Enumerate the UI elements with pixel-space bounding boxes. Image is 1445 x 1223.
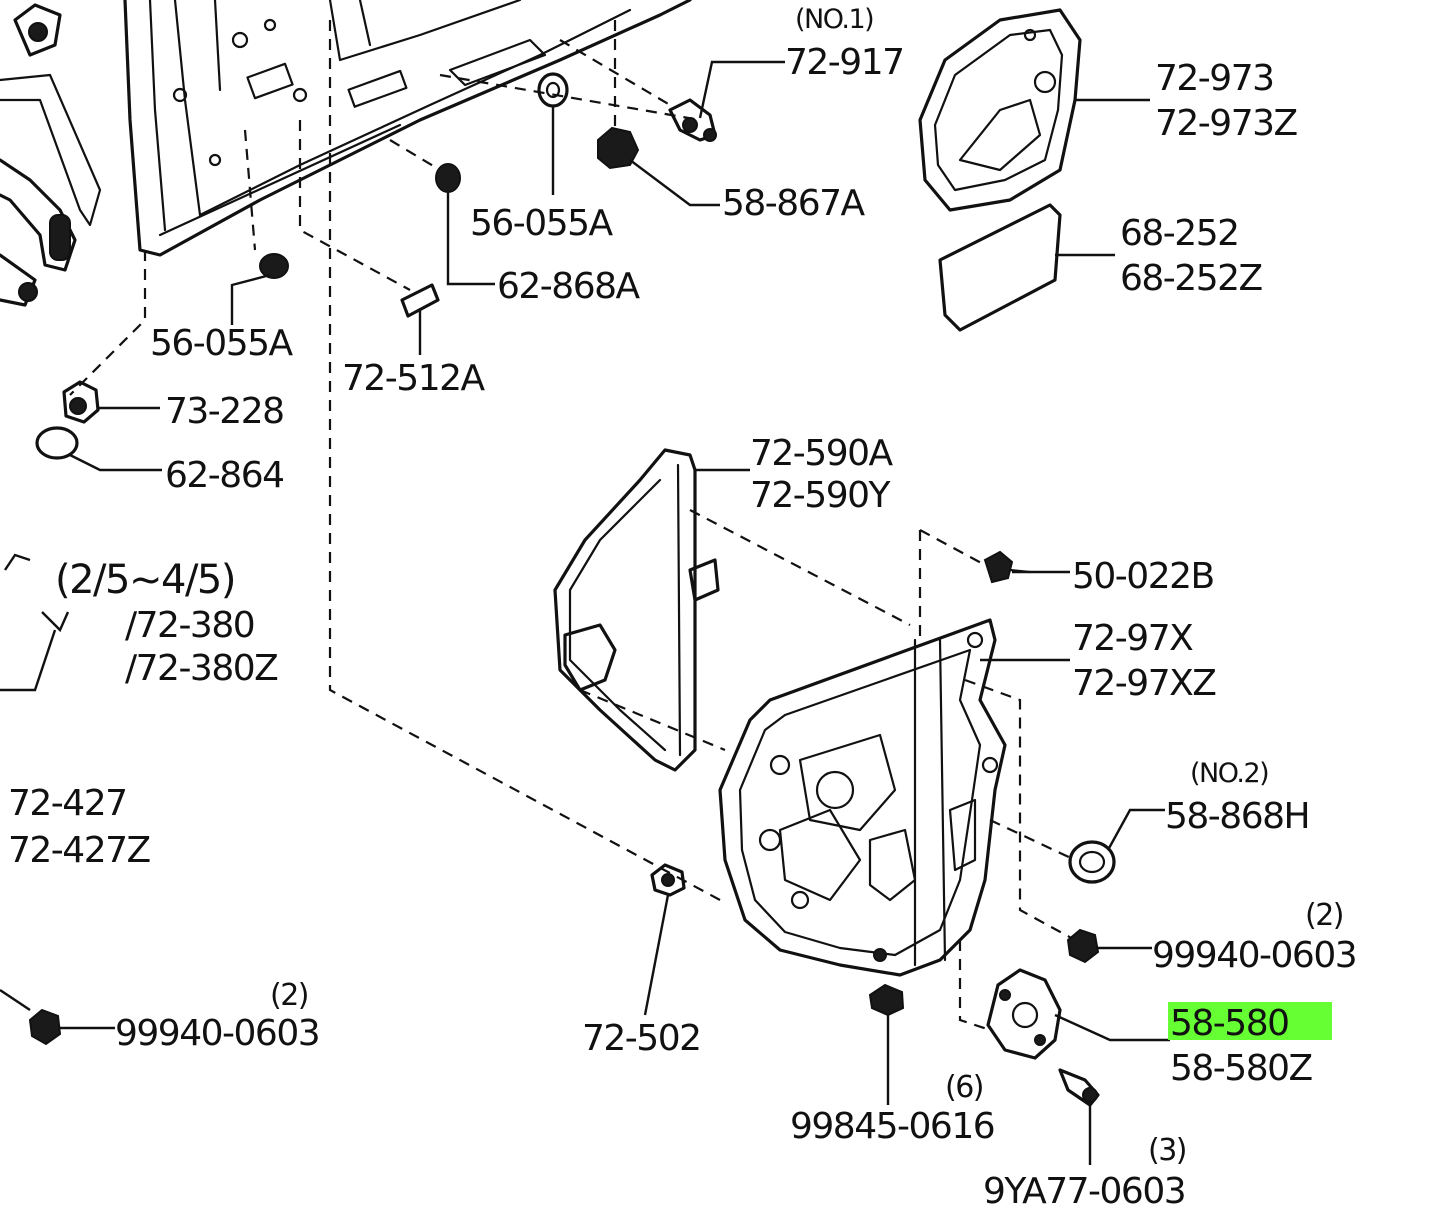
- part-99940-nut-left: [28, 1008, 62, 1046]
- highlight-box: [1168, 1002, 1332, 1040]
- label-58-868h: 58-868H: [1165, 796, 1309, 837]
- label-50-022b: 50-022B: [1072, 556, 1214, 597]
- part-73-228-grommet: [62, 380, 100, 424]
- part-72-502-clip: [650, 863, 686, 897]
- label-72-97x: 72-97X: [1072, 618, 1193, 659]
- label-72-917: 72-917: [785, 42, 904, 83]
- label-72-512a: 72-512A: [342, 358, 486, 399]
- part-72-917-clip: [668, 98, 717, 142]
- label-range-note: (2/5~4/5): [55, 557, 235, 603]
- part-72-512a-pad: [400, 283, 440, 318]
- part-58-867a-grommet: [597, 126, 640, 170]
- part-9ya77-screw: [1058, 1068, 1100, 1107]
- part-56-055a-plug-top: [537, 72, 569, 108]
- part-58-868h-seal: [1068, 840, 1116, 884]
- label-56-055a-left: 56-055A: [150, 323, 294, 364]
- label-62-864: 62-864: [165, 455, 284, 496]
- label-73-228: 73-228: [165, 391, 284, 432]
- label-99940-left: 99940-0603: [115, 1013, 319, 1054]
- label-72-973: 72-973: [1155, 58, 1274, 99]
- part-72-97x-module-panel: [718, 618, 1007, 977]
- label-72-590y: 72-590Y: [750, 475, 892, 516]
- label-72-380z: /72-380Z: [125, 648, 278, 689]
- label-72-380: /72-380: [125, 605, 254, 646]
- label-99845: 99845-0616: [790, 1106, 994, 1147]
- label-qty-9ya77: (3): [1148, 1133, 1186, 1168]
- label-56-055a-top: 56-055A: [470, 203, 614, 244]
- part-labels: (NO.1) 72-917 72-973 72-973Z 58-867A 56-…: [8, 4, 1358, 1212]
- leader-lines: [0, 60, 1170, 1165]
- label-qty-99940-left: (2): [270, 978, 308, 1013]
- part-99845-bolt: [868, 983, 905, 1017]
- label-68-252: 68-252: [1120, 213, 1239, 254]
- label-9ya77: 9YA77-0603: [983, 1171, 1185, 1212]
- label-no1: (NO.1): [795, 4, 873, 35]
- part-62-864-seal: [35, 426, 79, 460]
- left-edge-fittings: [0, 3, 102, 307]
- label-62-868a: 62-868A: [497, 266, 641, 307]
- label-qty-99940-right: (2): [1305, 898, 1343, 933]
- label-qty-99845: (6): [945, 1070, 983, 1105]
- label-72-427z: 72-427Z: [8, 830, 151, 871]
- label-58-580: 58-580: [1170, 1003, 1289, 1044]
- label-72-97xz: 72-97XZ: [1072, 663, 1216, 704]
- part-72-590a-run-channel: [553, 448, 720, 772]
- label-no2: (NO.2): [1190, 758, 1268, 789]
- part-58-580-latch: [986, 968, 1062, 1060]
- part-72-973-handle-base: [918, 8, 1082, 212]
- label-72-590a: 72-590A: [750, 433, 894, 474]
- assembly-guide-lines: [69, 20, 1076, 1032]
- part-50-022b-bolt: [983, 550, 1032, 584]
- label-58-580z: 58-580Z: [1170, 1048, 1313, 1089]
- label-72-427: 72-427: [8, 783, 127, 824]
- label-58-867a: 58-867A: [722, 183, 866, 224]
- label-72-502: 72-502: [582, 1018, 701, 1059]
- label-72-973z: 72-973Z: [1155, 103, 1298, 144]
- part-68-252-gasket: [938, 203, 1062, 332]
- door-inner-panel: [123, 0, 692, 257]
- label-68-252z: 68-252Z: [1120, 258, 1263, 299]
- part-62-868a-plug: [435, 163, 461, 193]
- part-99940-nut-right: [1066, 928, 1100, 964]
- label-99940-right: 99940-0603: [1152, 935, 1356, 976]
- part-56-055a-plug-left: [259, 253, 289, 279]
